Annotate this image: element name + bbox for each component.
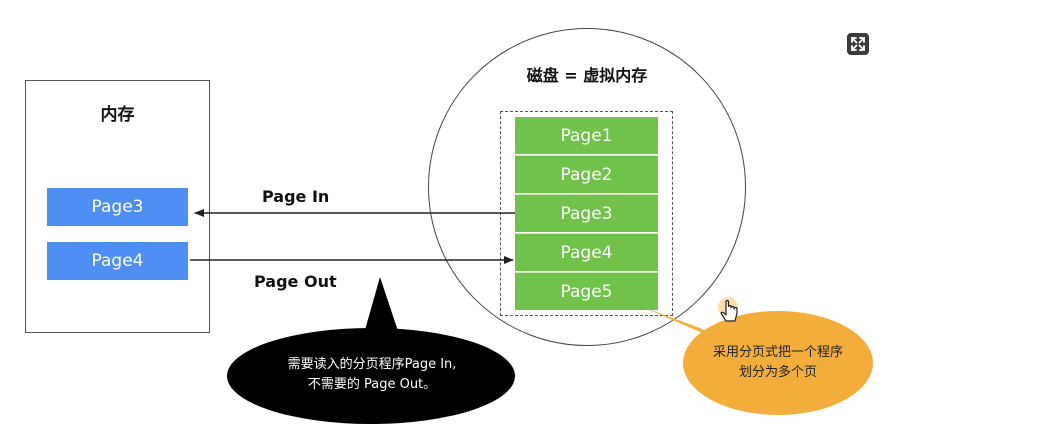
disk-page-3: Page3: [515, 195, 658, 232]
orange-callout-line-2: 划分为多个页: [738, 365, 817, 380]
memory-page-3: Page3: [47, 188, 188, 226]
disk-page-1: Page1: [515, 117, 658, 154]
expand-icon: [851, 37, 865, 51]
disk-title: 磁盘 = 虚拟内存: [526, 66, 648, 85]
memory-page-4: Page4: [47, 242, 188, 280]
black-callout-line-1: 需要读入的分页程序Page In,: [287, 357, 457, 372]
disk-page-5: Page5: [515, 273, 658, 310]
black-callout-text: 需要读入的分页程序Page In, 不需要的 Page Out。: [242, 355, 502, 395]
page-out-label: Page Out: [254, 272, 337, 291]
orange-callout-text: 采用分页式把一个程序 划分为多个页: [688, 343, 868, 383]
memory-title: 内存: [100, 105, 135, 125]
expand-button[interactable]: [847, 33, 869, 55]
disk-page-4: Page4: [515, 234, 658, 271]
page-separator: [515, 272, 658, 273]
page-separator: [515, 155, 658, 156]
disk-page-2: Page2: [515, 156, 658, 193]
black-callout-line-2: 不需要的 Page Out。: [307, 377, 437, 392]
page-separator: [515, 233, 658, 234]
orange-callout-bubble: [683, 311, 873, 415]
black-callout-bubble: [227, 328, 515, 424]
black-callout-tail: [363, 277, 402, 343]
orange-callout-line-1: 采用分页式把一个程序: [712, 345, 843, 360]
hand-cursor-icon: [718, 297, 738, 322]
page-in-label: Page In: [262, 187, 330, 206]
page-separator: [515, 194, 658, 195]
